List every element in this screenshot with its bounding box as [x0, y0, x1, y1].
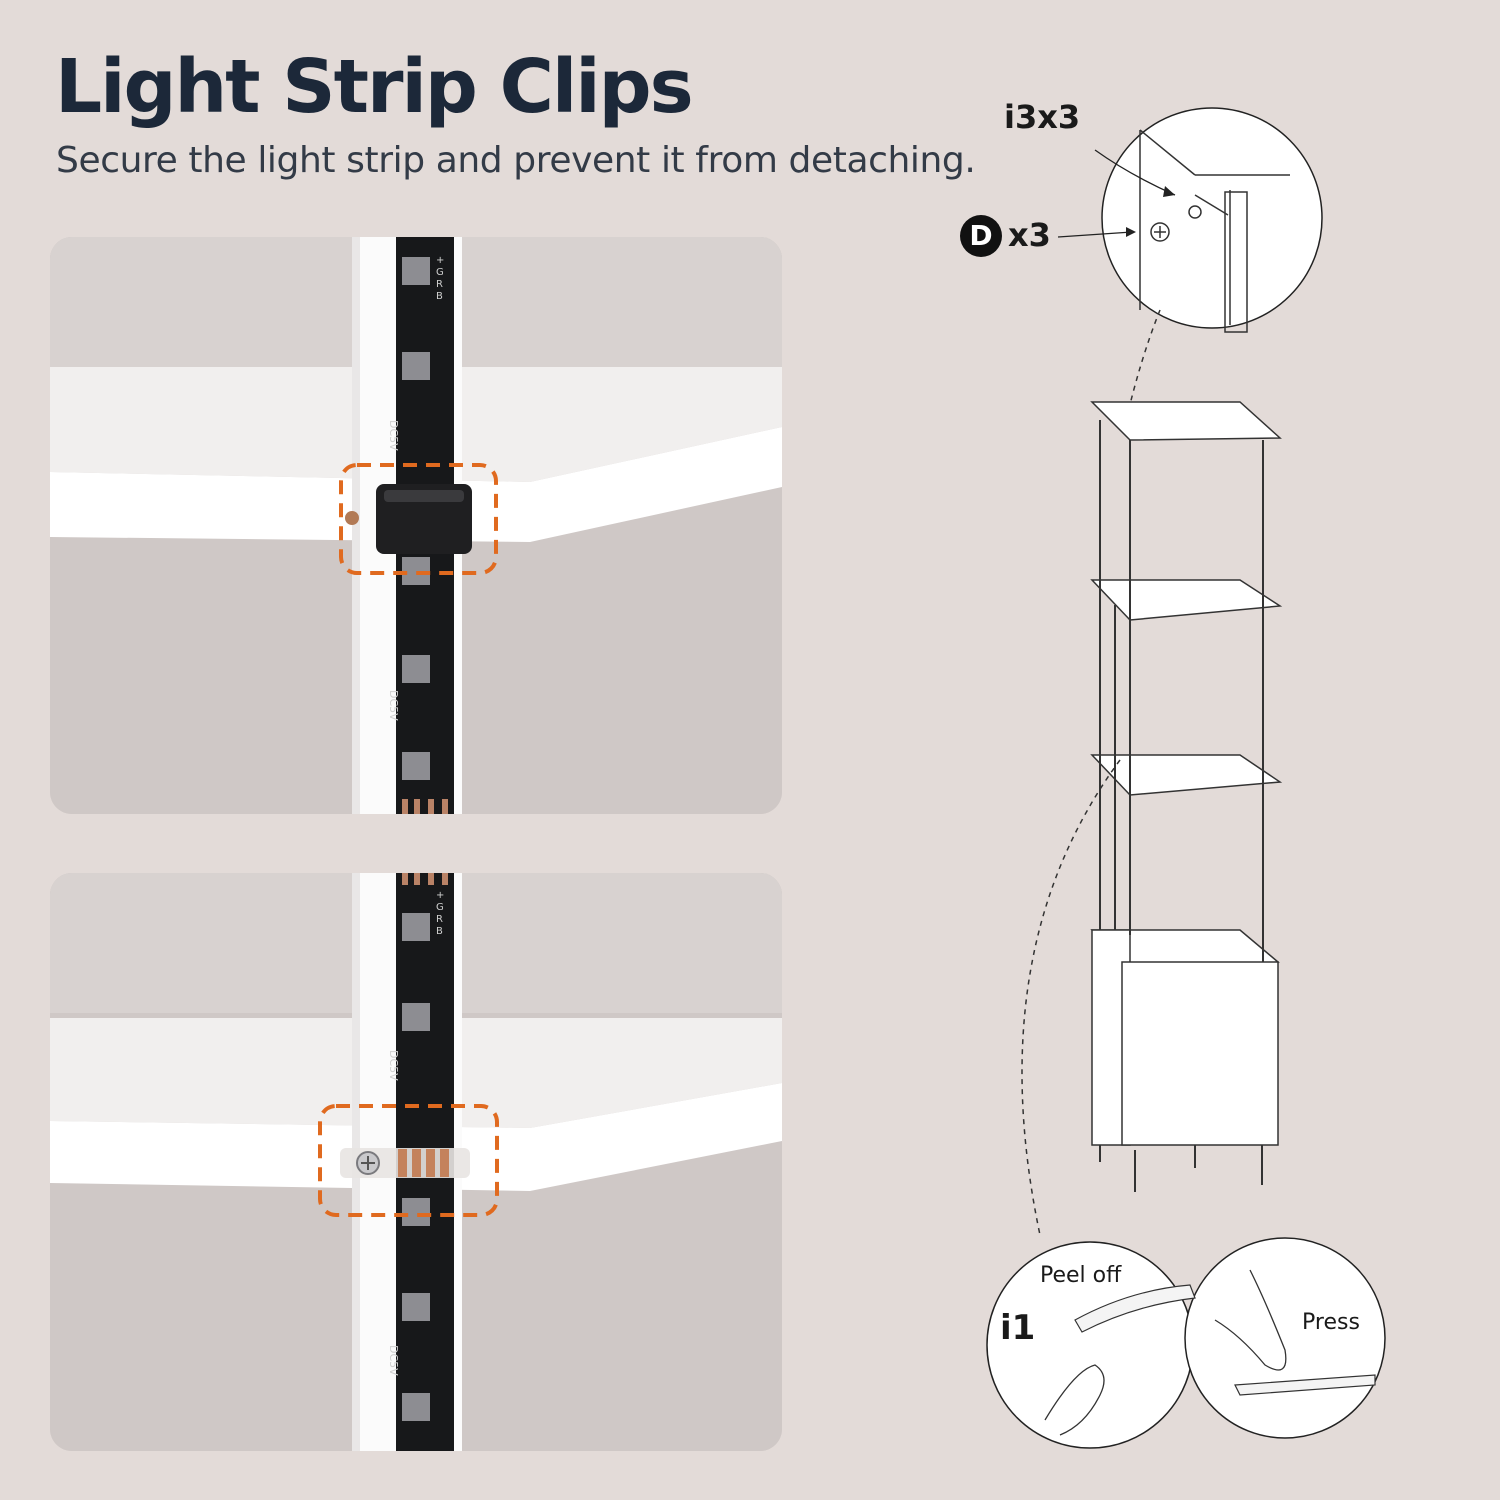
- callout-part-i3: i3x3: [1004, 98, 1081, 136]
- screw-quantity: x3: [1008, 216, 1051, 254]
- screw-part-badge: D: [960, 215, 1002, 257]
- press-label: Press: [1302, 1310, 1360, 1335]
- photo-clear-clip: [50, 873, 782, 1451]
- page-subtitle: Secure the light strip and prevent it fr…: [56, 140, 976, 181]
- adhesive-part-label: i1: [1000, 1308, 1036, 1348]
- page-title: Light Strip Clips: [55, 44, 694, 130]
- peel-off-label: Peel off: [1040, 1263, 1122, 1288]
- photo-black-clip: [50, 237, 782, 814]
